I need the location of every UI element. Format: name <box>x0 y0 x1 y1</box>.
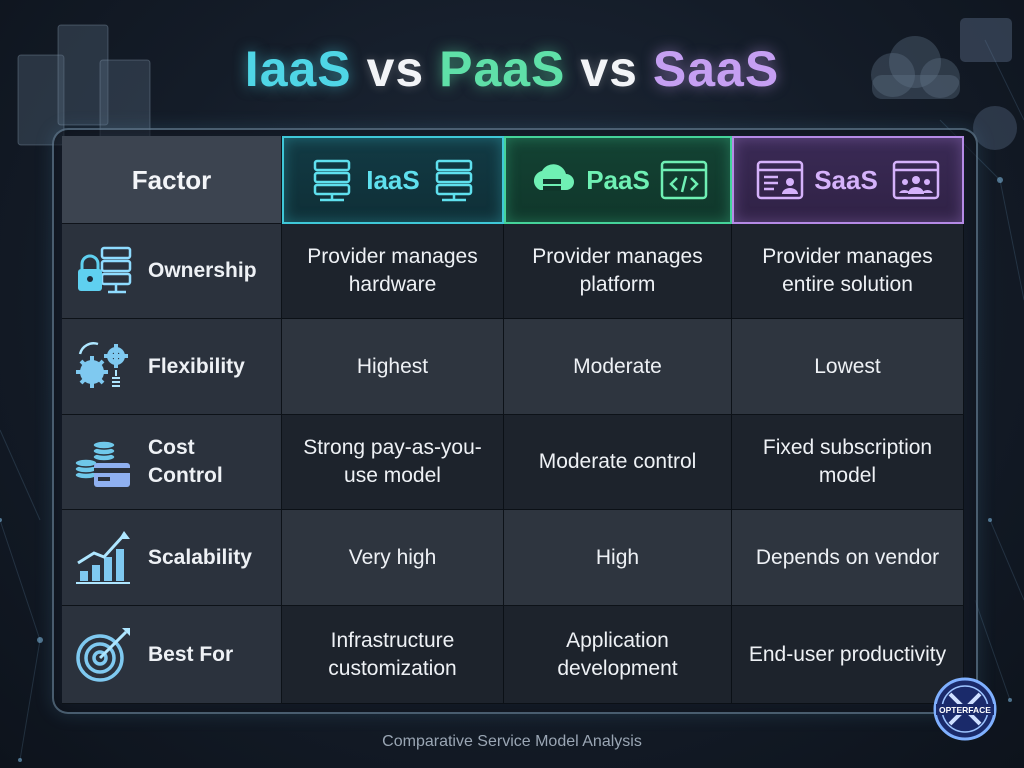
header-saas: SaaS <box>732 136 964 224</box>
cell-ownership-paas: Provider manages platform <box>504 224 732 319</box>
cell-bestfor-paas: Application development <box>504 606 732 704</box>
cell-ownership-saas: Provider manages entire solution <box>732 224 964 319</box>
lock-server-icon <box>78 246 132 294</box>
code-window-icon <box>660 160 708 200</box>
factor-label: Best For <box>148 642 234 666</box>
cell-cost-saas: Fixed subscription model <box>732 415 964 510</box>
factor-label: Ownership <box>148 259 257 282</box>
target-icon <box>76 627 130 682</box>
page-title: IaaS vs PaaS vs SaaS <box>0 40 1024 98</box>
factor-ownership: Ownership <box>62 224 282 319</box>
header-saas-label: SaaS <box>814 165 878 195</box>
cell-bestfor-iaas: Infrastructure customization <box>282 606 504 704</box>
server-stack-icon <box>434 158 474 202</box>
browser-users-icon <box>756 160 804 200</box>
server-stack-icon <box>312 158 352 202</box>
team-window-icon <box>892 160 940 200</box>
title-paas: PaaS <box>439 41 566 97</box>
title-iaas: IaaS <box>244 41 352 97</box>
factor-label: Flexibility <box>148 354 245 378</box>
header-iaas: IaaS <box>282 136 504 224</box>
cell-cost-iaas: Strong pay-as-you-use model <box>282 415 504 510</box>
factor-flexibility: Flexibility <box>62 319 282 415</box>
gears-icon <box>76 341 128 388</box>
title-vs: vs <box>366 41 425 97</box>
factor-cost-control: Cost Control <box>62 415 282 510</box>
footer-caption: Comparative Service Model Analysis <box>382 733 642 750</box>
cell-ownership-iaas: Provider manages hardware <box>282 224 504 319</box>
title-vs: vs <box>580 41 638 97</box>
factor-scalability: Scalability <box>62 510 282 606</box>
factor-label: Cost Control <box>148 436 223 487</box>
factor-best-for: Best For <box>62 606 282 704</box>
comparison-panel: Factor IaaS PaaS SaaS <box>52 128 978 714</box>
svg-text:OPTERFACE: OPTERFACE <box>939 705 991 715</box>
cell-flexibility-saas: Lowest <box>732 319 964 415</box>
title-saas: SaaS <box>652 41 780 97</box>
opterface-logo: OPTERFACE <box>933 677 997 741</box>
cloud-server-icon <box>528 160 578 200</box>
header-factor: Factor <box>62 136 282 224</box>
cell-scalability-saas: Depends on vendor <box>732 510 964 606</box>
cell-bestfor-saas: End-user productivity <box>732 606 964 704</box>
factor-label: Scalability <box>148 545 252 569</box>
growth-chart-icon <box>76 530 130 584</box>
header-paas-label: PaaS <box>586 165 650 195</box>
cell-scalability-paas: High <box>504 510 732 606</box>
cell-scalability-iaas: Very high <box>282 510 504 606</box>
header-iaas-label: IaaS <box>366 165 420 195</box>
comparison-table: Factor IaaS PaaS SaaS <box>62 136 964 704</box>
coins-card-icon <box>74 440 130 487</box>
cell-flexibility-paas: Moderate <box>504 319 732 415</box>
header-paas: PaaS <box>504 136 732 224</box>
cell-flexibility-iaas: Highest <box>282 319 504 415</box>
cell-cost-paas: Moderate control <box>504 415 732 510</box>
